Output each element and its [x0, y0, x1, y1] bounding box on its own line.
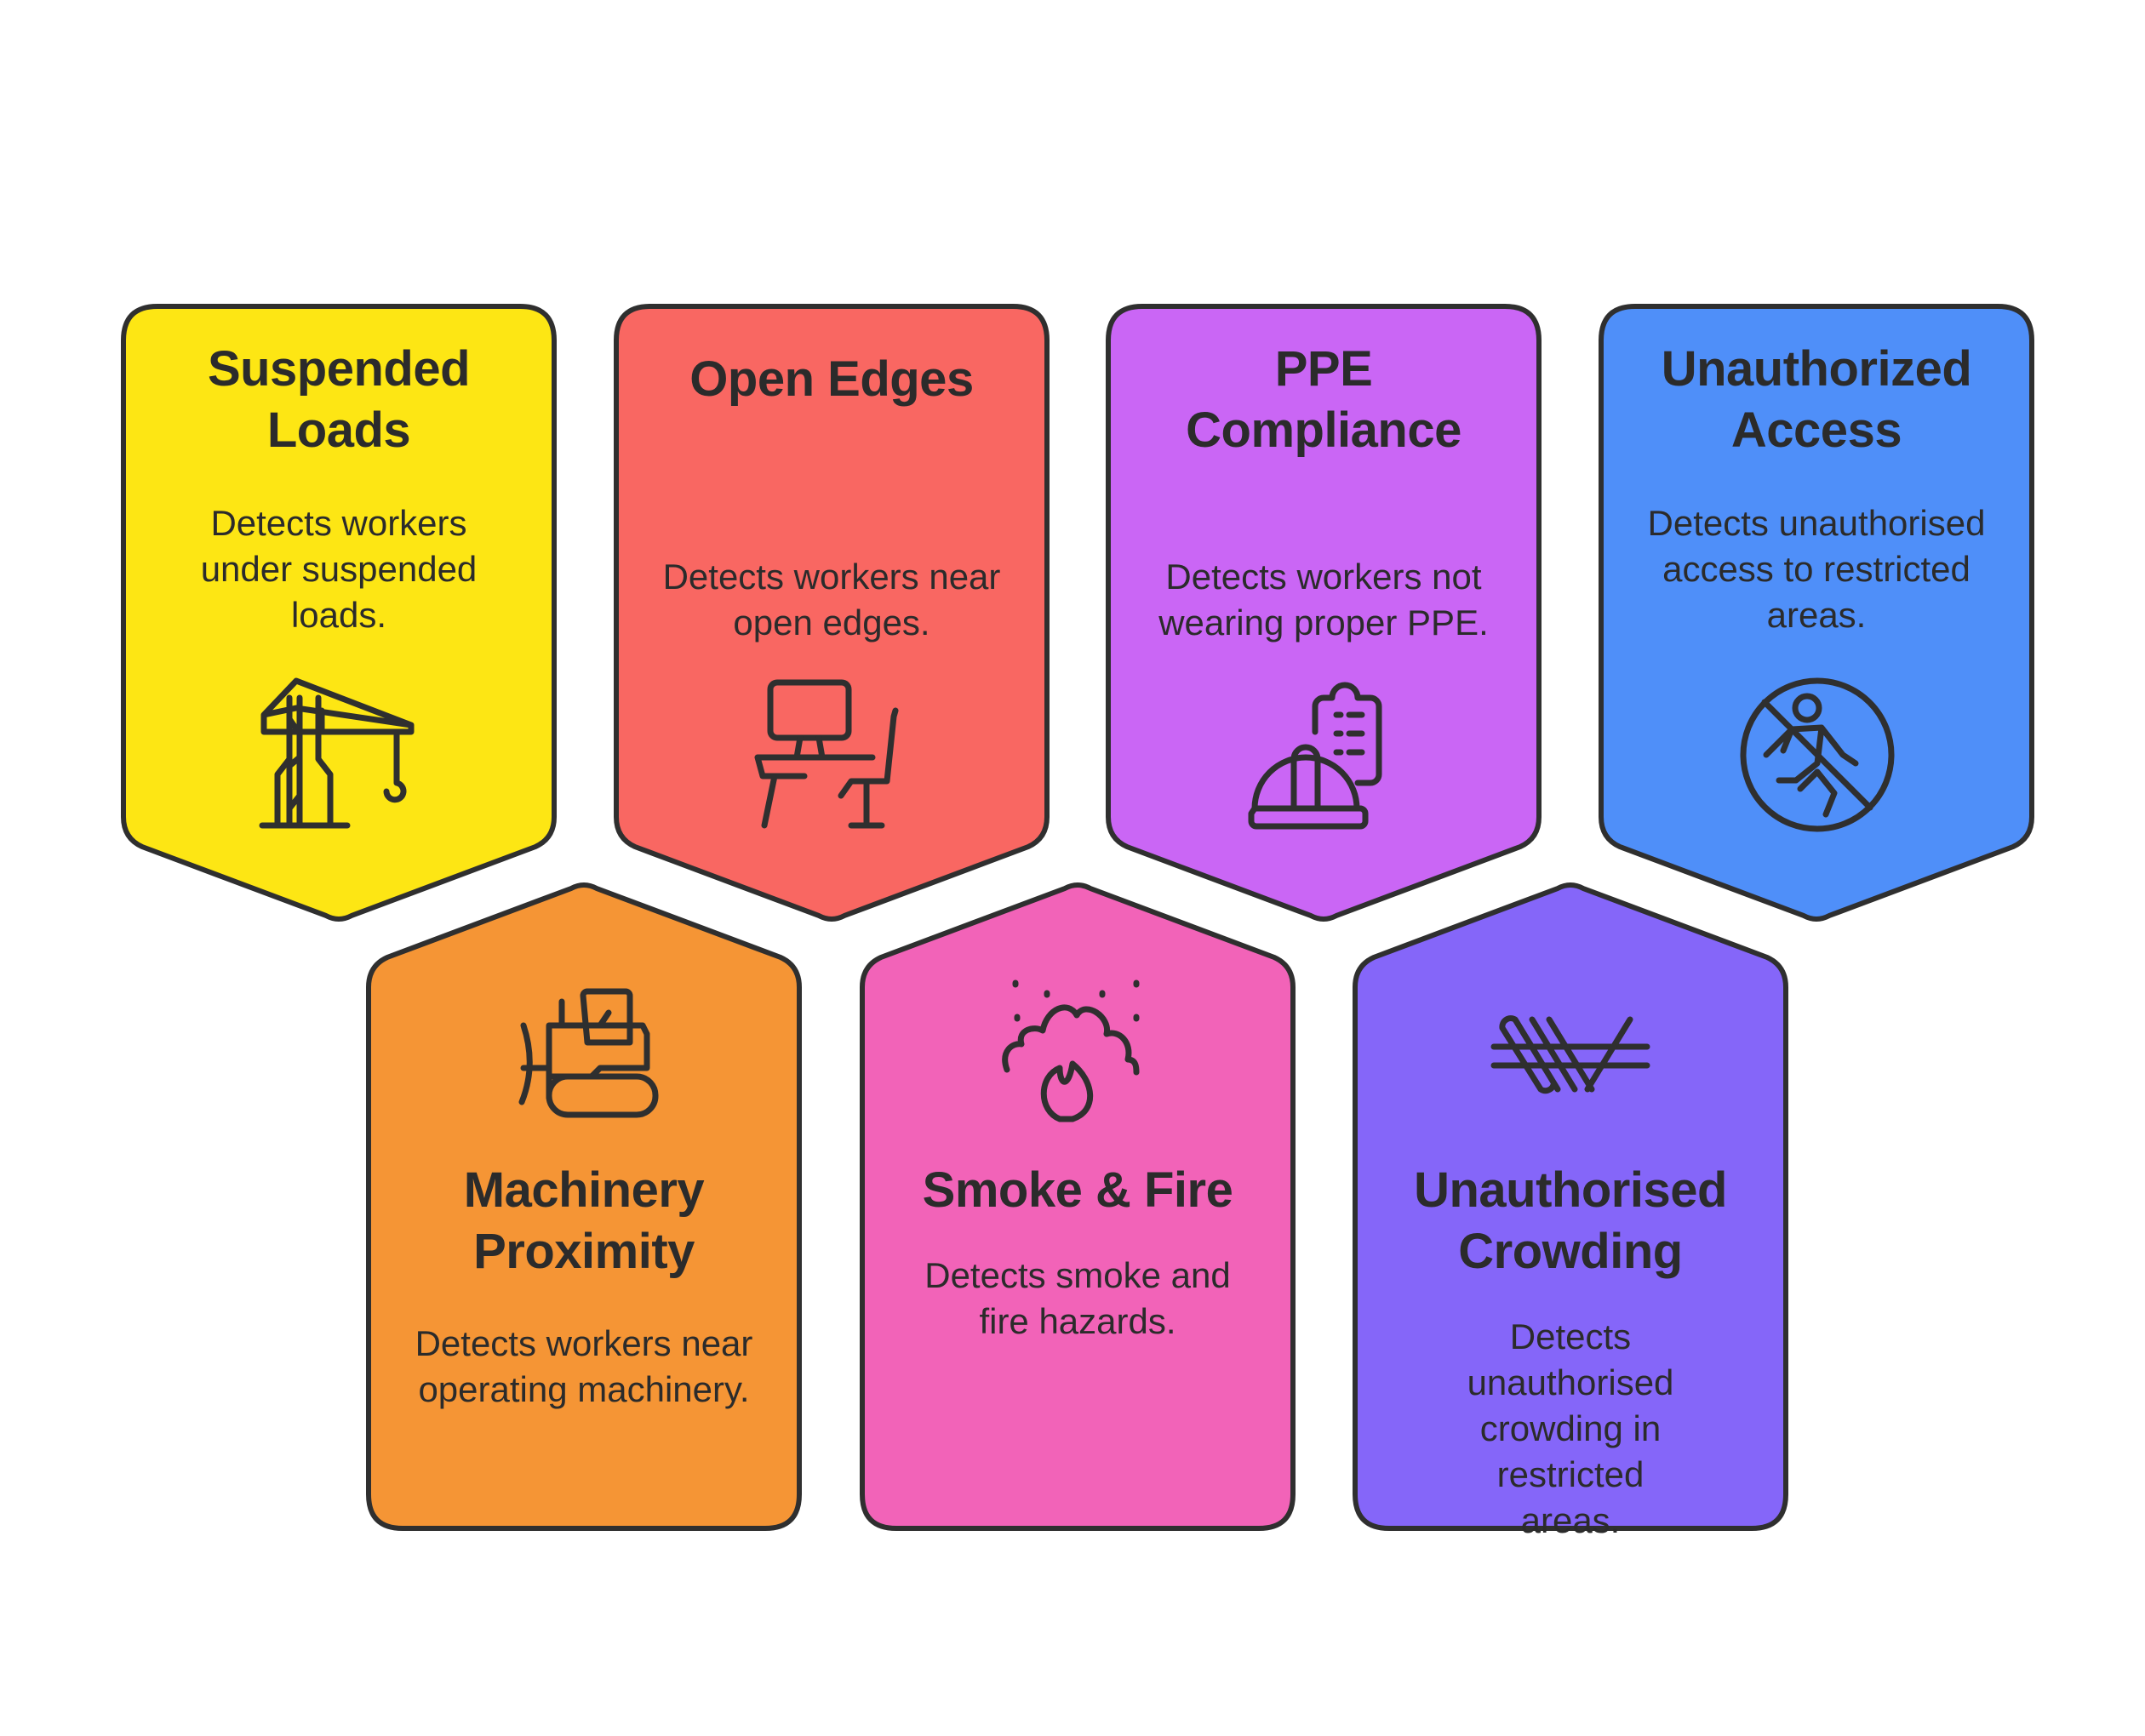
- card-title: Machinery Proximity: [463, 1162, 705, 1279]
- card-title: Unauthorized Access: [1661, 341, 1972, 458]
- card-description: Detects workers under suspended loads.: [200, 503, 478, 635]
- card-title: Unauthorised Crowding: [1414, 1162, 1727, 1279]
- card-description: Detects workers not wearing proper PPE.: [1158, 557, 1489, 642]
- hardhat-clipboard-icon: [1248, 682, 1382, 830]
- card-shape-4: [366, 882, 802, 1531]
- card-shape-5: [860, 882, 1296, 1531]
- no-entry-person-icon: [1740, 677, 1895, 832]
- card-shape-3: [1599, 304, 2034, 922]
- card-description: Detects workers near open edges.: [662, 557, 1001, 642]
- card-shape-6: [1353, 882, 1788, 1531]
- card-description: Detects unauthorised access to restricte…: [1647, 503, 1986, 635]
- card-description: Detects smoke and fire hazards.: [924, 1255, 1231, 1341]
- smoke-fire-icon: [1002, 979, 1140, 1122]
- bulldozer-icon: [518, 988, 659, 1118]
- card-description: Detects workers near operating machinery…: [415, 1323, 753, 1409]
- card-title: PPE Compliance: [1186, 341, 1461, 458]
- barbed-wire-icon: [1490, 1015, 1650, 1094]
- card-title: Smoke & Fire: [922, 1162, 1233, 1218]
- card-shape-1: [614, 304, 1050, 922]
- card-title: Suspended Loads: [207, 341, 471, 458]
- card-shape-0: [121, 304, 557, 922]
- card-shape-2: [1106, 304, 1542, 922]
- card-title: Open Edges: [689, 351, 974, 407]
- card-description: Detects unauthorised crowding in restric…: [1467, 1316, 1674, 1540]
- desk-chair-icon: [754, 679, 899, 829]
- crane-icon: [259, 677, 415, 829]
